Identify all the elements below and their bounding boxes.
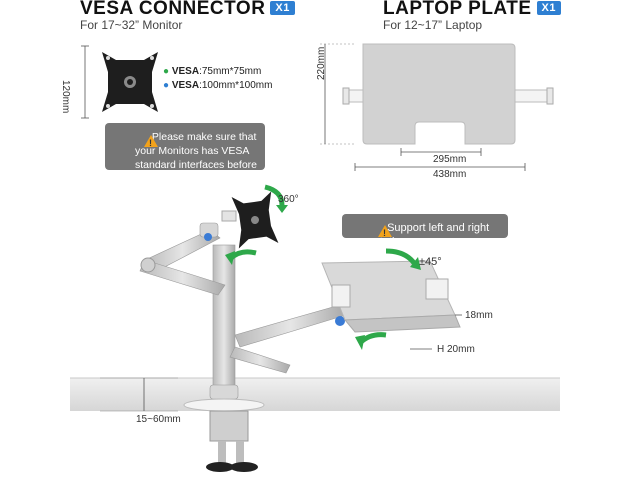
vesa-height-dim: 120mm (60, 80, 71, 114)
rotation-notice: Support left and right rotation (342, 214, 508, 248)
laptop-inner-width-dim: 295mm (433, 154, 467, 165)
vesa-notice: Please make sure that your Monitors has … (105, 123, 265, 185)
vesa-spec-100: ● VESA:100mm*100mm (163, 80, 273, 91)
tilt-label: ±45° (419, 256, 442, 268)
vesa-qty-badge: X1 (270, 1, 295, 15)
laptop-qty-badge: X1 (536, 1, 561, 15)
laptop-subtitle: For 12~17” Laptop (383, 18, 483, 32)
clamp-range-label: 15~60mm (136, 414, 181, 425)
warning-icon (144, 135, 158, 150)
rotation-360-label: 360° (278, 194, 299, 205)
lip-height-dim-label: H 20mm (437, 344, 475, 355)
monitor-arm-illustration (70, 184, 560, 472)
vesa-subtitle: For 17~32” Monitor (80, 18, 183, 32)
laptop-outer-width-dim: 438mm (433, 169, 467, 180)
warning-icon (378, 225, 392, 240)
laptop-height-dim: 220mm (316, 46, 327, 80)
laptop-plate-drawing (320, 43, 554, 171)
vesa-spec-75: ● VESA:75mm*75mm (163, 66, 262, 77)
vesa-plate-icon (81, 45, 158, 119)
lip-dim-label: 18mm (465, 310, 493, 321)
